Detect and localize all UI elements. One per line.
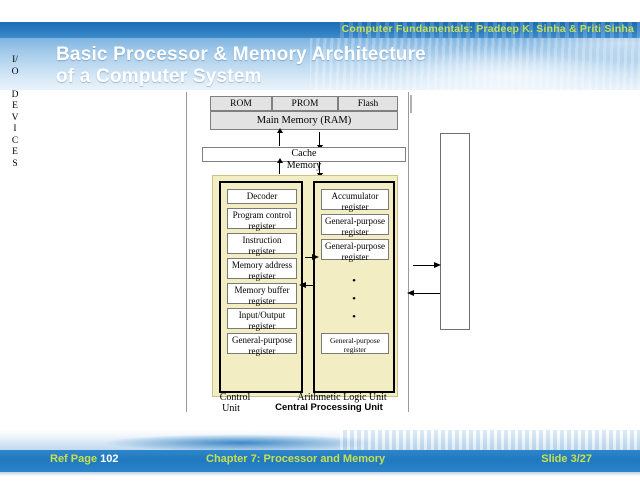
register-memory-buffer: Memory buffer register — [227, 283, 297, 306]
register-program-control: Program control register — [227, 208, 297, 231]
register-alu-general-purpose-last: General-purpose register — [321, 333, 389, 354]
cache-label-line1: Cache — [291, 148, 317, 159]
register-decoder: Decoder — [227, 189, 297, 204]
diagram-right-rule — [408, 92, 409, 412]
arrow-alu-to-cu — [299, 282, 313, 288]
arrow-io-to-cpu — [407, 290, 440, 296]
cache-memory-box — [202, 147, 406, 162]
alu-ellipsis-dot-1: • — [352, 275, 356, 287]
bottom-decoration — [0, 430, 640, 452]
io-devices-label: I/ O D E V I C E S — [0, 55, 30, 170]
io-letter-2 — [0, 78, 30, 90]
footer-slide-number: Slide 3/27 — [541, 453, 592, 465]
io-letter-4: E — [12, 101, 18, 111]
register-input-output: Input/Output register — [227, 308, 297, 331]
footer-bar: Ref Page 102 Chapter 7: Processor and Me… — [0, 450, 640, 472]
io-devices-box — [440, 133, 470, 330]
footer-chapter: Chapter 7: Processor and Memory — [206, 453, 386, 465]
footer-shadow — [0, 472, 640, 476]
course-attribution: Computer Fundamentals: Pradeep K. Sinha … — [341, 23, 634, 35]
cpu-block: Decoder Program control register Instruc… — [212, 175, 398, 397]
diagram-tick-mark — [410, 95, 412, 113]
control-unit-label-2: Unit — [222, 403, 240, 414]
arrow-cpu-to-cache — [276, 158, 283, 174]
header-strip — [0, 22, 640, 38]
memory-cell-rom: ROM — [210, 96, 272, 111]
page-title-line2: of a Computer System — [56, 66, 262, 88]
control-unit-label: Control — [219, 392, 251, 403]
register-memory-address: Memory address register — [227, 258, 297, 281]
page-title-line1: Basic Processor & Memory Architecture — [56, 44, 426, 65]
memory-cell-prom: PROM — [272, 96, 338, 111]
arrow-cu-to-alu — [305, 254, 319, 260]
io-letter-8: E — [12, 147, 18, 157]
io-letter-6: I — [13, 124, 17, 134]
control-unit-column: Decoder Program control register Instruc… — [219, 181, 303, 393]
alu-label: Arithmetic Logic Unit — [297, 392, 387, 403]
alu-ellipsis-dot-3: • — [352, 311, 356, 323]
footer-ref-number: 102 — [100, 453, 119, 465]
register-instruction: Instruction register — [227, 233, 297, 256]
io-letter-7: C — [11, 135, 19, 146]
footer-ref-label: Ref Page — [50, 453, 98, 465]
diagram-left-rule — [186, 92, 187, 412]
io-letter-5: V — [11, 112, 19, 123]
register-alu-general-purpose-2: General-purpose register — [321, 239, 389, 262]
io-letter-3: D — [11, 89, 19, 100]
arrow-cache-to-memory — [276, 128, 283, 146]
arrow-cache-to-cpu — [316, 162, 323, 178]
arrow-cpu-to-io — [413, 262, 441, 268]
register-alu-general-purpose-1: General-purpose register — [321, 214, 389, 237]
register-accumulator: Accumulator register — [321, 189, 389, 212]
cache-label-line2: Memory — [286, 160, 322, 171]
cpu-caption: Central Processing Unit — [275, 402, 383, 413]
footer-ref-page: Ref Page 102 — [50, 453, 119, 465]
alu-column: Accumulator register General-purpose reg… — [313, 181, 395, 393]
register-cu-general-purpose: General-purpose register — [227, 333, 297, 356]
page-title: Basic Processor & Memory Architecture of… — [56, 44, 556, 89]
io-letter-0: I/ — [12, 55, 18, 65]
architecture-diagram: ROM PROM Flash Main Memory (RAM) Cache M… — [186, 92, 412, 414]
io-letter-9: S — [12, 158, 18, 169]
arrow-memory-to-cache — [316, 132, 323, 150]
main-memory-box: Main Memory (RAM) — [210, 111, 398, 130]
memory-cell-flash: Flash — [338, 96, 398, 111]
io-letter-1: O — [11, 66, 19, 77]
alu-ellipsis-dot-2: • — [352, 293, 356, 305]
